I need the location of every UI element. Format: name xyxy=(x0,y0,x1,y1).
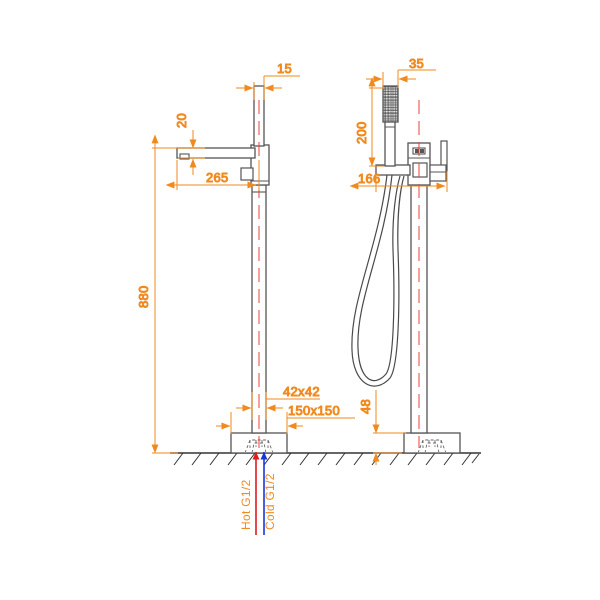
ground-hatching xyxy=(173,452,480,466)
dim-15-label: 15 xyxy=(277,61,292,76)
dim-20-label: 20 xyxy=(174,113,189,128)
dim-35: 35 xyxy=(366,56,436,88)
dim-265-label: 265 xyxy=(206,170,229,185)
dim-150x150: 150x150 xyxy=(216,403,355,434)
side-elevation-view xyxy=(351,85,461,454)
spout-arm-front xyxy=(176,147,256,160)
dim-166: 166 xyxy=(349,171,448,192)
dim-200-label: 200 xyxy=(354,121,369,144)
shower-hose xyxy=(351,174,405,387)
dim-20: 20 xyxy=(174,112,205,175)
base-plate-hidden-detail-side xyxy=(417,439,447,452)
ground-line-group xyxy=(170,452,481,466)
diverter-knob-side xyxy=(412,162,428,178)
diverter-knob-front xyxy=(240,167,254,181)
riser-front xyxy=(253,85,265,147)
hot-supply-label: Hot G1/2 xyxy=(239,480,253,530)
dim-150x150-label: 150x150 xyxy=(288,403,340,418)
dim-48-label: 48 xyxy=(358,399,373,414)
dim-880-label: 880 xyxy=(136,285,151,308)
dim-42x42: 42x42 xyxy=(236,384,320,420)
dim-15: 15 xyxy=(236,61,300,100)
cold-supply-label: Cold G1/2 xyxy=(263,473,277,530)
dim-42x42-label: 42x42 xyxy=(283,384,320,399)
handset-spray-face xyxy=(382,85,399,123)
shower-handset xyxy=(382,85,399,167)
handset-handle xyxy=(384,121,396,167)
dimension-layer: 15 20 265 880 xyxy=(136,56,448,465)
spout-outlet xyxy=(179,153,190,160)
dim-48: 48 xyxy=(358,390,406,465)
lever-handle-side xyxy=(429,140,448,182)
supply-flow-group: Hot G1/2 Cold G1/2 xyxy=(239,451,277,535)
dim-265: 265 xyxy=(165,160,260,190)
base-plate-side xyxy=(403,432,461,454)
dim-166-label: 166 xyxy=(358,171,381,186)
dim-200: 200 xyxy=(354,77,384,167)
dim-35-label: 35 xyxy=(409,56,424,71)
dim-880: 880 xyxy=(136,134,180,454)
